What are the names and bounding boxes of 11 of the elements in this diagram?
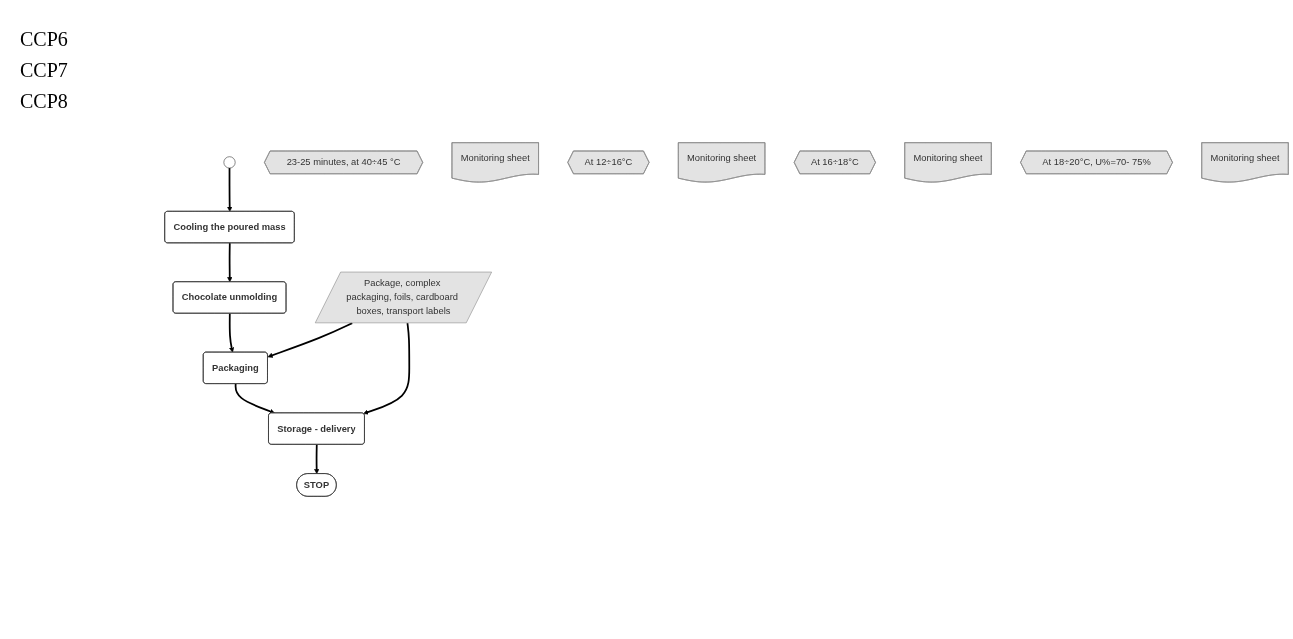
arrow — [227, 242, 233, 283]
ccp-label: CCP8 — [20, 90, 69, 113]
arrow — [234, 383, 275, 414]
arrow — [227, 167, 233, 212]
arrow — [267, 322, 354, 358]
ccp-label: CCP6 — [20, 28, 69, 51]
ccp-label: CCP7 — [20, 59, 69, 82]
node-circle — [223, 156, 236, 169]
arrow — [228, 312, 235, 353]
arrow — [314, 443, 320, 475]
arrow — [363, 322, 411, 415]
